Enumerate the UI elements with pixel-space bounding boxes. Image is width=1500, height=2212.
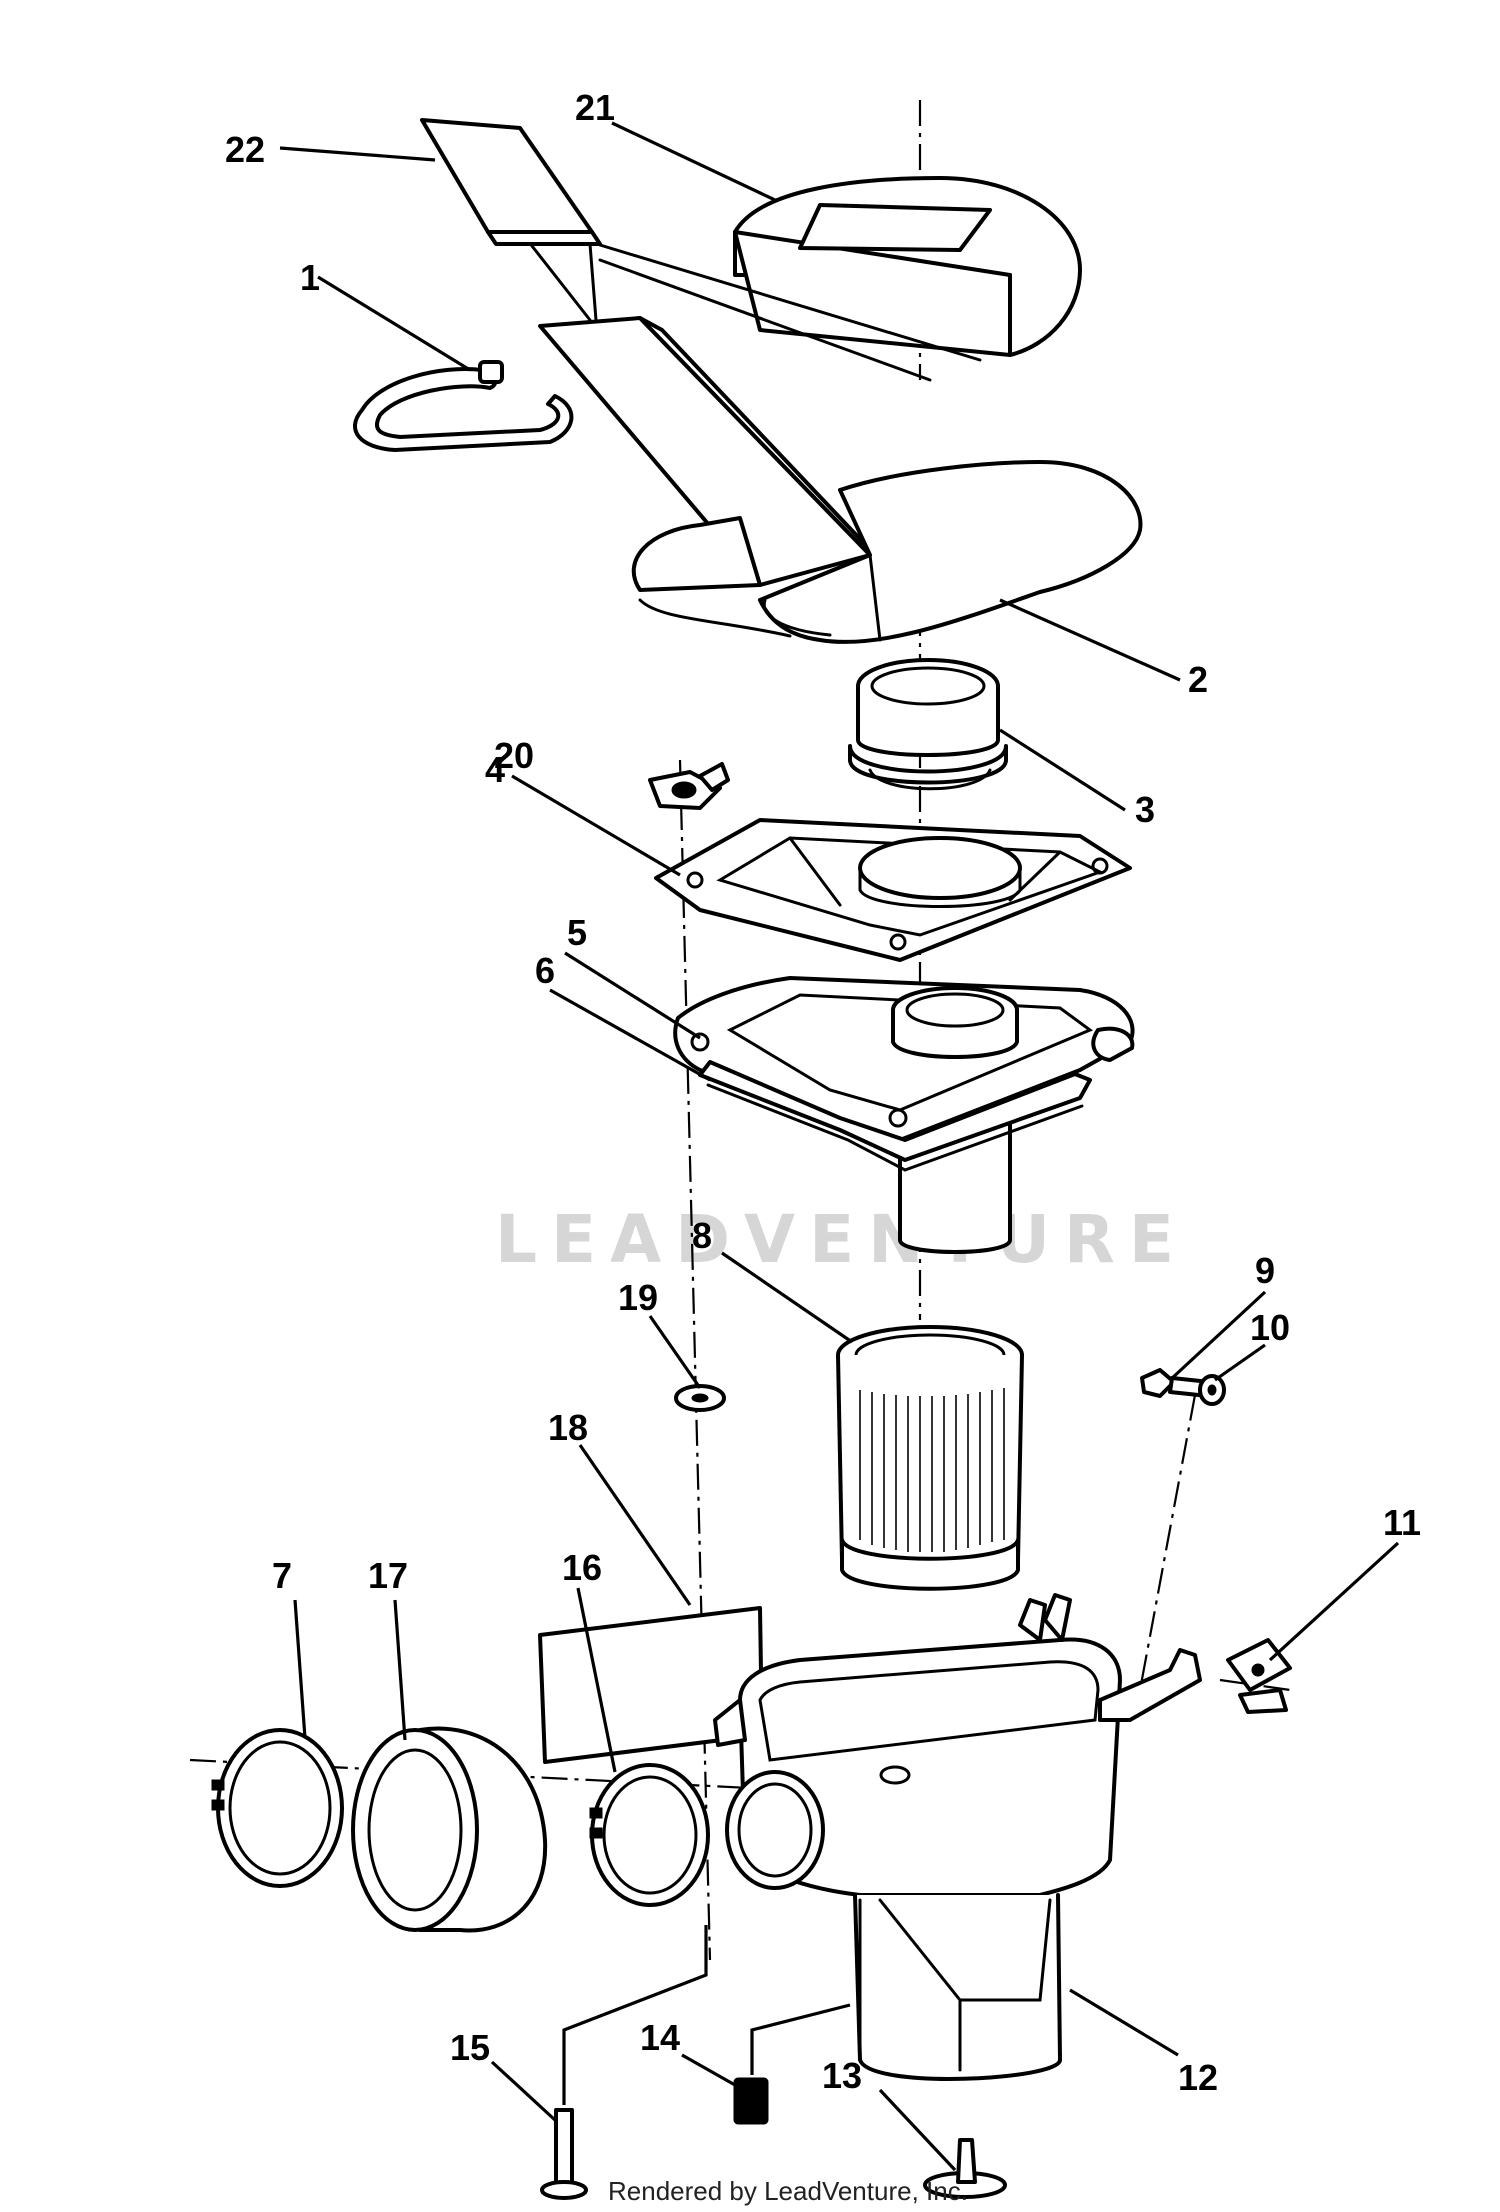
callout-6: 6 <box>535 950 555 991</box>
part-12-housing <box>713 1593 1202 2081</box>
callout-4: 4 <box>485 749 505 790</box>
callout-labels: 1 2 3 4 5 6 7 8 9 10 11 12 13 14 15 16 1… <box>225 87 1421 2098</box>
part-10-washer <box>1198 1374 1226 1406</box>
callout-11: 11 <box>1383 1502 1421 1543</box>
callout-9: 9 <box>1255 1250 1275 1291</box>
callout-18: 18 <box>548 1407 588 1448</box>
callout-16: 16 <box>562 1547 602 1588</box>
part-11-clip <box>1226 1638 1292 1714</box>
part-16-hose-clamp <box>589 1763 710 1907</box>
leader-lines <box>279 121 1400 2172</box>
callout-15: 15 <box>450 2027 490 2068</box>
callout-21: 21 <box>575 87 615 128</box>
part-22-flap <box>420 118 602 322</box>
part-13-valve <box>923 2138 1007 2199</box>
part-3-sleeve <box>848 658 1008 791</box>
part-4-cover-plate <box>654 818 1132 962</box>
part-15-bolt <box>540 2108 588 2200</box>
callout-19: 19 <box>618 1277 658 1318</box>
callout-2: 2 <box>1188 659 1208 700</box>
callout-13: 13 <box>822 2055 862 2096</box>
callout-7: 7 <box>272 1555 292 1596</box>
part-17-hose <box>351 1726 548 1933</box>
callout-8: 8 <box>692 1215 712 1256</box>
callout-17: 17 <box>368 1555 408 1596</box>
callout-3: 3 <box>1135 789 1155 830</box>
part-21-foam-pad <box>598 176 1082 382</box>
part-2-intake-cover <box>538 316 1143 644</box>
part-7-clamp <box>211 1728 344 1888</box>
callout-22: 22 <box>225 129 265 170</box>
callout-10: 10 <box>1250 1307 1290 1348</box>
part-14-cap <box>733 2077 769 2125</box>
callout-5: 5 <box>567 912 587 953</box>
callout-14: 14 <box>640 2017 680 2058</box>
part-20-wing-nut <box>648 762 730 810</box>
part-8-filter-element <box>836 1325 1024 1591</box>
part-19-washer <box>674 1384 726 1412</box>
callout-20: 20 <box>494 735 534 776</box>
part-6-gasket <box>698 1060 1092 1172</box>
callout-1: 1 <box>300 257 320 298</box>
part-1-clamp-strap <box>353 360 574 452</box>
credit-line: Rendered by LeadVenture, Inc. <box>608 2176 968 2206</box>
watermark: LEADVENTURE <box>495 1201 1188 1278</box>
callout-12: 12 <box>1178 2057 1218 2098</box>
housing-inlet <box>725 1770 825 1890</box>
